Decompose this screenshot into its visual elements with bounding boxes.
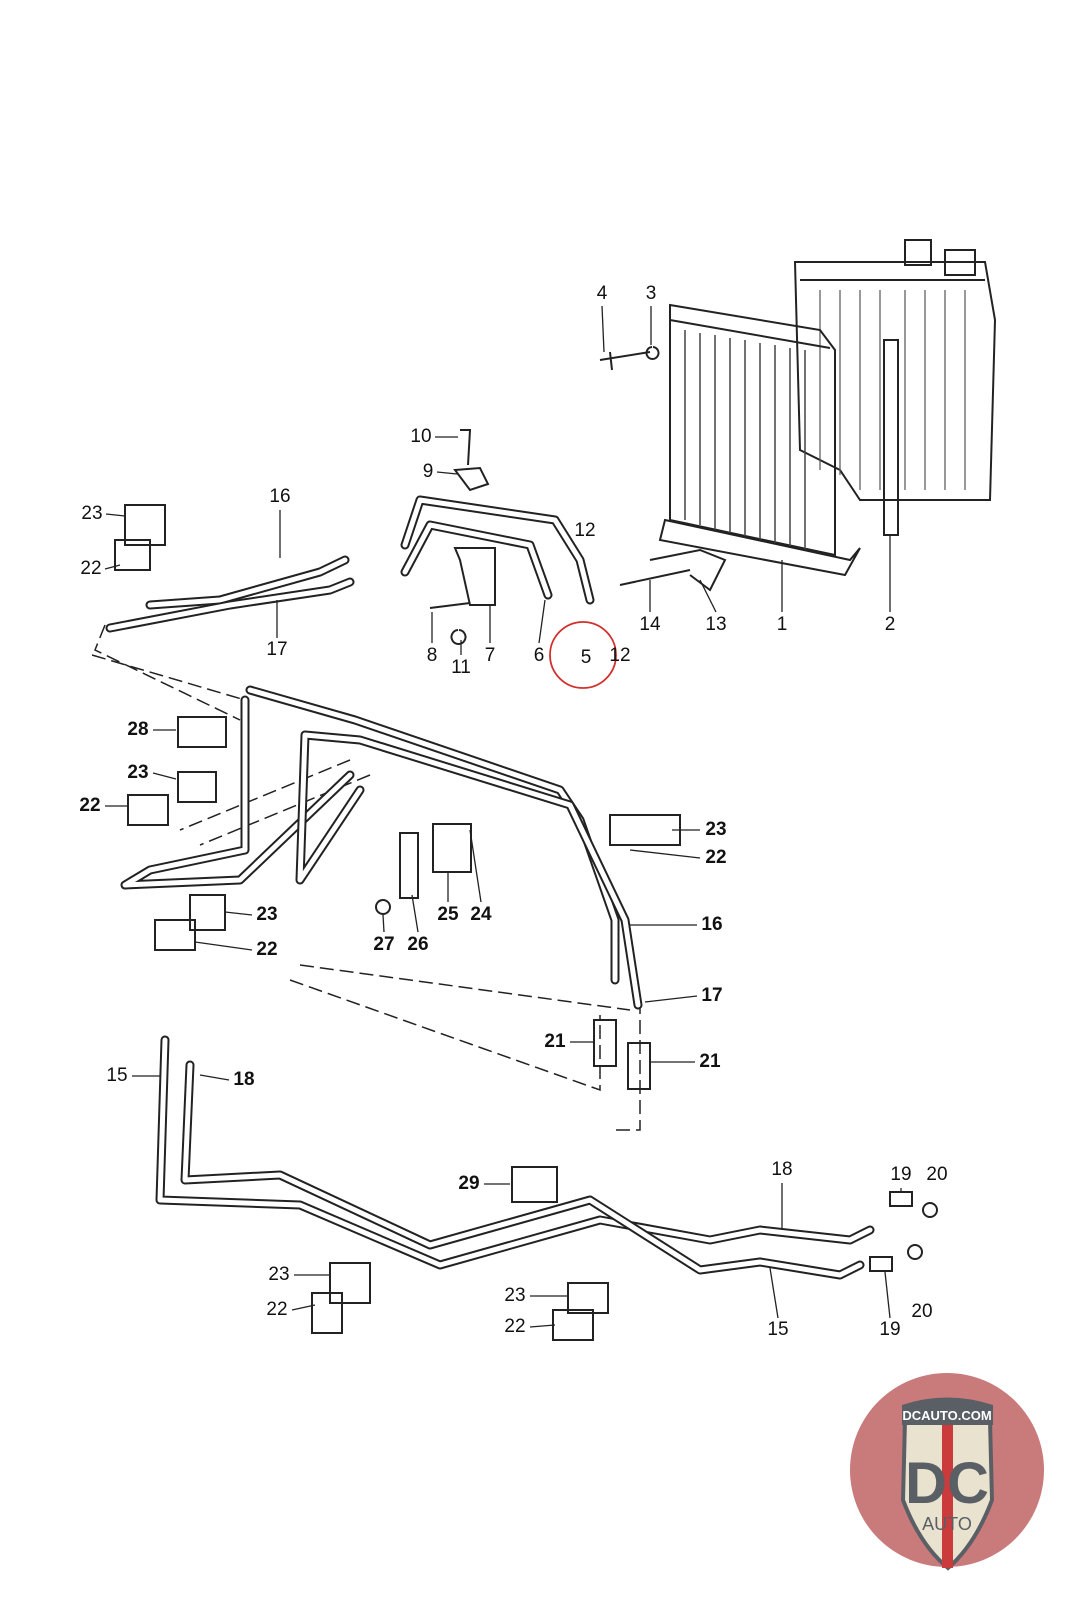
part-label: 21 (544, 1031, 566, 1052)
part-label: 2 (884, 614, 896, 635)
part-label: 23 (705, 819, 727, 840)
part-label: 22 (705, 847, 727, 868)
part-label: 23 (127, 762, 149, 783)
part-label: 22 (266, 1299, 288, 1320)
part-label: 25 (437, 904, 459, 925)
part-label: 4 (596, 283, 608, 304)
part-label: 12 (574, 520, 596, 541)
part-label: 17 (701, 985, 723, 1006)
part-label: 15 (106, 1065, 128, 1086)
part-label: 23 (268, 1264, 290, 1285)
part-label: 14 (639, 614, 661, 635)
part-label: 13 (705, 614, 727, 635)
part-label: 16 (701, 914, 723, 935)
svg-text:DC: DC (905, 1451, 989, 1516)
part-label: 20 (911, 1301, 933, 1322)
part-label: 28 (127, 719, 149, 740)
part-label: 21 (699, 1051, 721, 1072)
part-label: 29 (458, 1173, 480, 1194)
part-label: 15 (767, 1319, 789, 1340)
highlight-circle-part-5 (549, 621, 617, 689)
part-label: 9 (422, 461, 434, 482)
part-label: 24 (470, 904, 492, 925)
part-label: 27 (373, 934, 395, 955)
part-label: 1 (776, 614, 788, 635)
svg-text:DCAUTO.COM: DCAUTO.COM (902, 1408, 991, 1423)
part-label: 23 (81, 503, 103, 524)
part-label: 22 (80, 558, 102, 579)
part-label: 23 (504, 1285, 526, 1306)
part-label: 18 (771, 1159, 793, 1180)
bracket-strip-2 (883, 339, 899, 536)
part-label: 22 (79, 795, 101, 816)
part-label: 11 (451, 657, 471, 678)
part-label: 7 (484, 645, 496, 666)
part-label: 23 (256, 904, 278, 925)
part-label: 20 (926, 1164, 948, 1185)
oil-cooler-front (658, 303, 861, 577)
part-label: 16 (269, 486, 291, 507)
svg-text:AUTO: AUTO (922, 1514, 972, 1534)
part-label: 19 (890, 1164, 912, 1185)
part-label: 19 (879, 1319, 901, 1340)
part-label: 3 (645, 283, 657, 304)
part-label: 22 (504, 1316, 526, 1337)
part-label: 26 (407, 934, 429, 955)
part-label: 8 (426, 645, 438, 666)
part-label: 5 (580, 647, 592, 668)
part-label: 10 (410, 426, 432, 447)
dcauto-logo: DCAUTO.COM DC AUTO (850, 1373, 1044, 1571)
oil-cooler-rear (793, 239, 997, 536)
part-label: 22 (256, 939, 278, 960)
part-label: 18 (233, 1069, 255, 1090)
part-label: 6 (533, 645, 545, 666)
part-label: 17 (266, 639, 288, 660)
part-label: 12 (609, 645, 631, 666)
